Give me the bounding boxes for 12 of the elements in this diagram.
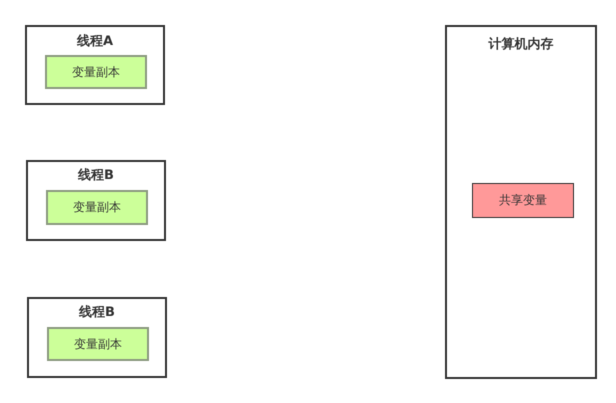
thread-box <box>445 25 597 379</box>
thread-box <box>25 25 165 105</box>
thread-box <box>26 160 166 241</box>
box-heading: 计算机内存 <box>488 36 554 53</box>
variable-box: 变量副本 <box>45 55 147 89</box>
box-heading: 线程A <box>76 33 114 50</box>
variable-box: 共享变量 <box>472 183 574 218</box>
variable-box: 变量副本 <box>47 327 149 361</box>
box-heading: 线程B <box>78 167 114 184</box>
variable-box: 变量副本 <box>46 190 148 225</box>
box-heading: 线程B <box>79 304 115 321</box>
thread-box <box>27 297 167 378</box>
